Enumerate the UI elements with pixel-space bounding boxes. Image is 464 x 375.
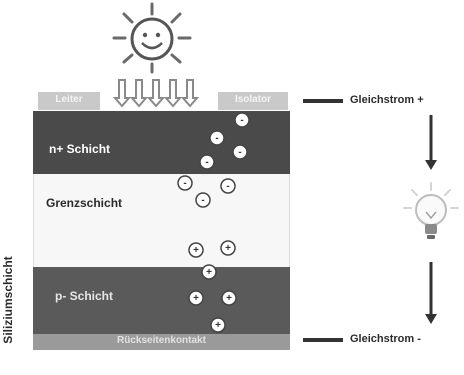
isolator-contact: Isolator	[218, 92, 288, 110]
back-contact-layer: Rückseitenkontakt	[33, 334, 290, 350]
svg-text:-: -	[215, 133, 218, 144]
isolator-label: Isolator	[234, 94, 272, 105]
svg-text:-: -	[201, 195, 204, 206]
hole: +	[220, 240, 236, 256]
light-ray-icon	[180, 79, 200, 108]
arrow-down-icon	[425, 262, 437, 324]
svg-text:-: -	[238, 147, 241, 158]
svg-text:+: +	[225, 243, 231, 254]
svg-text:+: +	[215, 320, 221, 331]
junction-layer-label: Grenzschicht	[46, 196, 123, 210]
electron: -	[199, 154, 215, 170]
back-contact-label: Rückseitenkontakt	[117, 335, 206, 346]
svg-text:+: +	[193, 293, 199, 304]
svg-text:-: -	[240, 115, 243, 126]
svg-text:-: -	[205, 157, 208, 168]
electron: -	[220, 178, 236, 194]
light-ray-icon	[146, 79, 166, 108]
hole: +	[221, 290, 237, 306]
light-rays	[112, 79, 200, 108]
hole: +	[201, 264, 217, 280]
solar-cell-diagram: Leiter Isolator n+ Schicht Grenzschicht …	[1, 2, 459, 350]
n-layer-label: n+ Schicht	[49, 142, 111, 156]
hole: +	[188, 290, 204, 306]
svg-text:-: -	[183, 178, 186, 189]
charge-carriers: - - - - - - - + + + + + +	[177, 99, 459, 342]
hole: +	[188, 242, 204, 258]
leiter-label: Leiter	[55, 94, 83, 105]
light-ray-icon	[163, 79, 183, 108]
p-layer-label: p- Schicht	[55, 289, 114, 303]
hole: +	[210, 317, 226, 333]
junction-layer: Grenzschicht	[33, 174, 290, 267]
svg-text:+: +	[226, 293, 232, 304]
electron: -	[209, 130, 225, 146]
svg-text:+: +	[193, 245, 199, 256]
negative-terminal-label: Gleichstrom -	[350, 333, 421, 345]
silicon-layer-label: Siliziumschicht	[1, 256, 15, 344]
leiter-contact: Leiter	[38, 92, 100, 110]
electron: -	[177, 175, 193, 191]
svg-text:+: +	[206, 267, 212, 278]
positive-terminal-label: Gleichstrom +	[350, 94, 424, 106]
light-bulb-icon	[403, 182, 459, 239]
arrow-down-icon	[425, 115, 437, 170]
electron: -	[234, 112, 250, 128]
sun-icon	[112, 2, 192, 74]
light-ray-icon	[129, 79, 149, 108]
electron: -	[195, 192, 211, 208]
p-layer: p- Schicht	[33, 267, 290, 334]
light-ray-icon	[112, 79, 132, 108]
electron: -	[232, 144, 248, 160]
svg-text:-: -	[226, 181, 229, 192]
